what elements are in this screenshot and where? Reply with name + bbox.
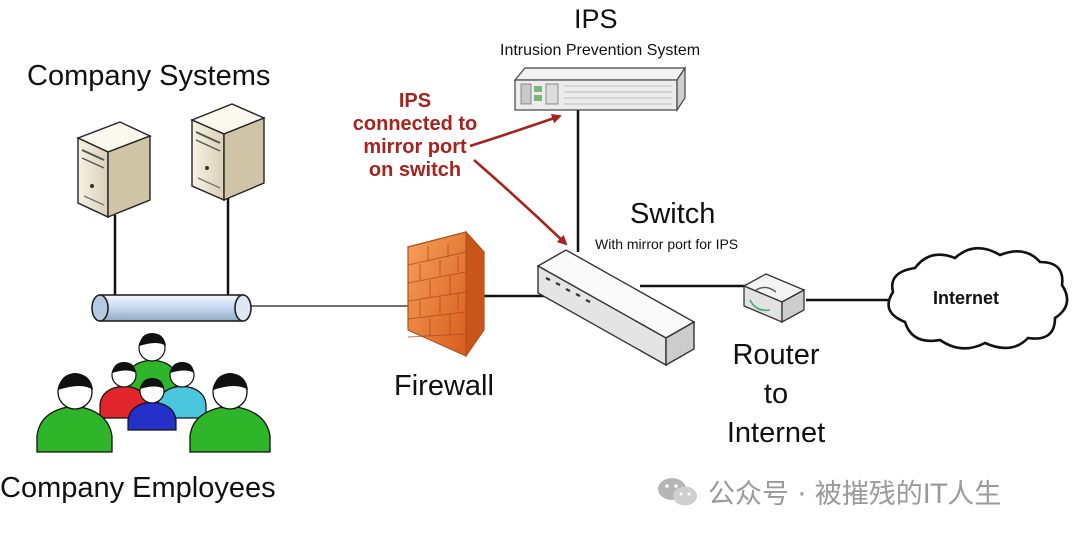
- employees-group-icon: [36, 333, 271, 453]
- internet-label: Internet: [933, 288, 1000, 308]
- employee-icon: [36, 373, 113, 453]
- annotation-line: connected to: [352, 113, 478, 135]
- watermark-text: 公众号 · 被摧残的IT人生: [708, 479, 1002, 510]
- arrow-to-ips: [469, 113, 562, 148]
- employee-icon: [127, 378, 177, 431]
- annotation-line: mirror port: [363, 136, 467, 158]
- router-label-line: Internet: [726, 417, 826, 449]
- arrow-to-switch: [473, 159, 568, 246]
- server-2-icon: [190, 103, 266, 202]
- router-label: Router to Internet: [716, 336, 836, 453]
- router-icon: [742, 273, 806, 324]
- router-label-line: Router: [732, 339, 820, 371]
- annotation-line: IPS: [398, 90, 432, 112]
- watermark: 公众号 · 被摧残的IT人生: [656, 472, 1001, 511]
- employee-icon: [157, 362, 207, 419]
- annotation-arrows: [469, 113, 568, 246]
- company-employees-label: Company Employees: [0, 472, 276, 504]
- switch-icon: [536, 249, 696, 367]
- ips-appliance-icon: [513, 66, 687, 112]
- server-1-icon: [76, 121, 152, 219]
- company-systems-label: Company Systems: [27, 60, 271, 92]
- switch-title: Switch: [630, 198, 716, 230]
- wechat-icon: [658, 477, 697, 505]
- switch-subtitle: With mirror port for IPS: [595, 236, 739, 252]
- firewall-label: Firewall: [394, 370, 494, 402]
- annotation-line: on switch: [368, 159, 462, 181]
- network-bus: [91, 294, 252, 322]
- firewall-icon: [406, 230, 486, 358]
- ips-title: IPS: [574, 4, 618, 34]
- ips-subtitle: Intrusion Prevention System: [500, 42, 701, 59]
- internet-cloud-icon: [887, 246, 1069, 350]
- employee-icon: [189, 373, 271, 453]
- ips-annotation: IPS connected to mirror port on switch: [330, 90, 500, 182]
- router-label-line: to: [763, 378, 789, 410]
